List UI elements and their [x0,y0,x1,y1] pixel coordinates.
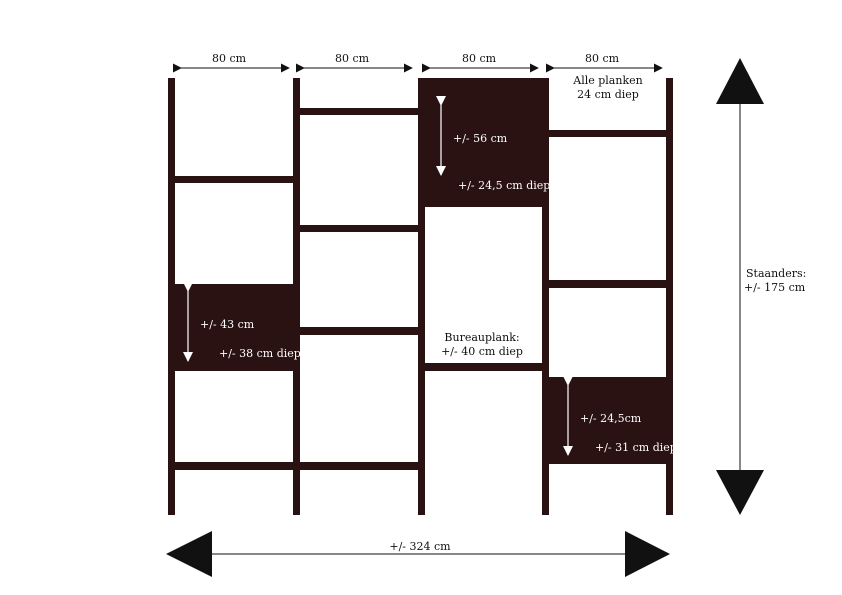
width-label-1: 80 cm [211,52,247,65]
total-width-arrowhead-right [625,531,670,577]
shelf [295,462,423,470]
upright-1 [168,78,175,515]
shelf [295,108,423,115]
total-height-arrowhead-bottom [716,470,764,515]
width-label-3: 80 cm [461,52,497,65]
shelf [295,327,423,335]
upright-5 [666,78,673,515]
top-middle-compartment-depth: +/- 24,5 cm diep [458,179,551,192]
desk-shelf [420,363,545,371]
desk-label-line1: Bureauplank: [444,331,520,344]
left-compartment-height: +/- 43 cm [200,318,255,331]
width-label-2: 80 cm [334,52,370,65]
total-height-label-line2: +/- 175 cm [744,281,806,294]
total-height-label-line1: Staanders: [746,267,807,280]
shelf [170,176,298,183]
upright-4 [542,78,549,515]
depth-note-line2: 24 cm diep [577,88,639,101]
upright-2 [293,78,300,515]
right-compartment-height: +/- 24,5cm [580,412,642,425]
total-width-label: +/- 324 cm [389,540,451,553]
width-label-4: 80 cm [584,52,620,65]
shelf [295,225,423,232]
desk-label-line2: +/- 40 cm diep [441,345,523,358]
upright-3 [418,78,425,515]
left-compartment-depth: +/- 38 cm diep [219,347,301,360]
shelf [170,462,298,470]
shelf [545,280,671,288]
right-compartment-depth: +/- 31 cm diep [595,441,677,454]
shelf [545,130,671,137]
total-width-arrowhead-left [166,531,212,577]
top-middle-compartment-height: +/- 56 cm [453,132,508,145]
depth-note-line1: Alle planken [573,74,643,87]
total-height-arrowhead-top [716,58,764,104]
